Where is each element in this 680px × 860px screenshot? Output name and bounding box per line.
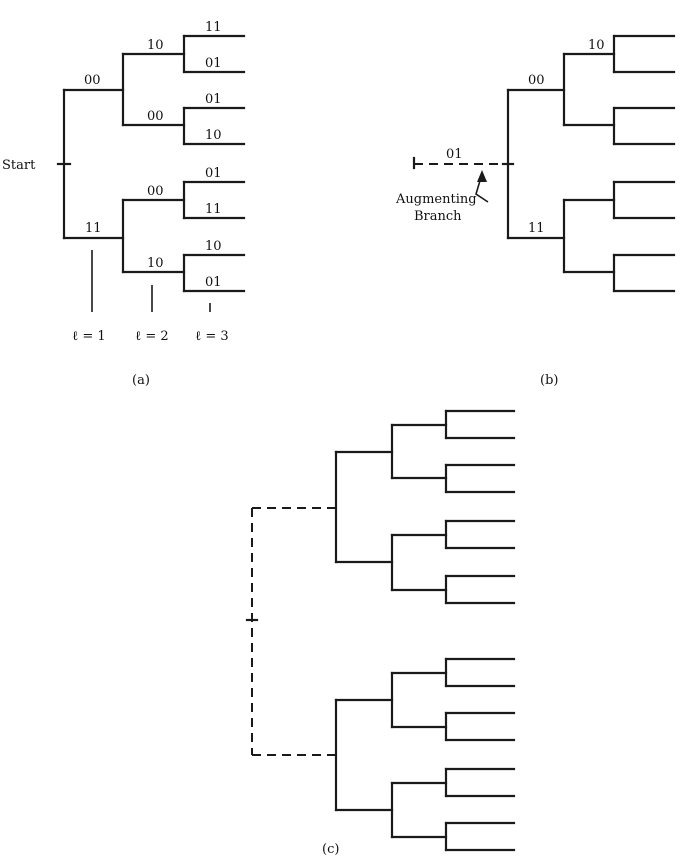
augment-arrow-icon <box>477 170 487 182</box>
level-label-1: ℓ = 1 <box>72 329 106 344</box>
augmenting-text-line1: Augmenting <box>395 192 477 207</box>
augmenting-text-line2: Branch <box>414 209 462 224</box>
label-l1-lower: 11 <box>85 221 102 236</box>
caption-a: (a) <box>132 373 150 388</box>
label-l2-c: 00 <box>147 184 164 199</box>
panel-a: Start 00 11 10 00 00 10 11 01 01 10 01 1… <box>2 20 246 388</box>
label-l3-2: 01 <box>205 56 222 71</box>
label-l2-b: 00 <box>147 109 164 124</box>
label-l2-d: 10 <box>147 256 164 271</box>
label-l3-4: 10 <box>205 128 222 143</box>
label-l3-5: 01 <box>205 166 222 181</box>
label-l1-upper: 00 <box>84 73 101 88</box>
label-l3-3: 01 <box>205 92 222 107</box>
panel-c: (c) <box>245 409 516 857</box>
label-augment: 01 <box>446 147 463 162</box>
label-b-l1-upper: 00 <box>528 73 545 88</box>
label-l3-6: 11 <box>205 202 222 217</box>
label-b-l1-lower: 11 <box>528 221 545 236</box>
level-label-2: ℓ = 2 <box>135 329 169 344</box>
start-label: Start <box>2 158 36 173</box>
caption-b: (b) <box>540 373 558 388</box>
level-label-3: ℓ = 3 <box>195 329 229 344</box>
label-l3-7: 10 <box>205 239 222 254</box>
label-l3-1: 11 <box>205 20 222 35</box>
caption-c: (c) <box>322 842 339 857</box>
panel-b: 01 Augmenting Branch 00 11 10 (b) <box>395 34 676 388</box>
label-l3-8: 01 <box>205 275 222 290</box>
label-l2-a: 10 <box>147 38 164 53</box>
label-b-l2-a: 10 <box>588 38 605 53</box>
